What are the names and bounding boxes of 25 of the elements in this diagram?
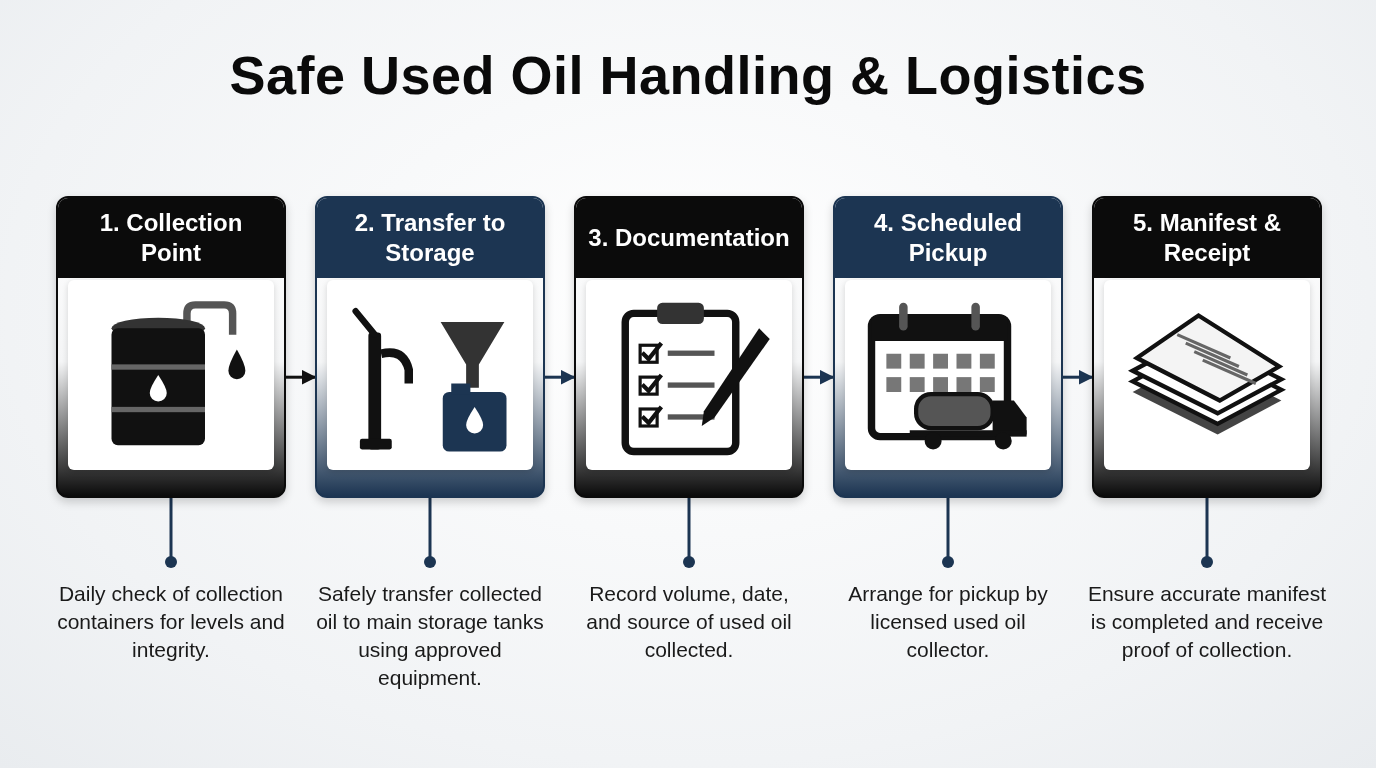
step-heading: 3. Documentation xyxy=(576,198,802,278)
title: Safe Used Oil Handling & Logistics xyxy=(228,44,1148,106)
step-card xyxy=(1092,196,1322,498)
step-card xyxy=(56,196,286,498)
step-description: Record volume, date, and source of used oil collected. xyxy=(586,582,792,661)
step-description: Arrange for pickup by licensed used oil collector. xyxy=(848,582,1048,661)
step-heading: 2. Transfer to Storage xyxy=(317,198,543,278)
leader-line xyxy=(165,498,177,568)
leader-line xyxy=(942,498,954,568)
step-description: Ensure accurate manifest is completed and receive proof of collection. xyxy=(1087,582,1327,661)
leader-line xyxy=(683,498,695,568)
step-heading: 5. Manifest & Receipt xyxy=(1094,198,1320,278)
step-description: Safely transfer collected oil to main storage tanks using approved equipment. xyxy=(316,582,544,689)
arrow xyxy=(545,369,576,385)
step-heading: 1. Collection Point xyxy=(58,198,284,278)
leader-line xyxy=(1201,498,1213,568)
step-description: Daily check of collection containers for levels and integrity. xyxy=(57,582,285,661)
step-heading: 4. Scheduled Pickup xyxy=(835,198,1061,278)
leader-line xyxy=(424,498,436,568)
arrow xyxy=(804,369,835,385)
step-card xyxy=(574,196,804,498)
arrow xyxy=(286,369,317,385)
arrow xyxy=(1063,369,1094,385)
step-card xyxy=(833,196,1063,498)
step-card xyxy=(315,196,545,498)
